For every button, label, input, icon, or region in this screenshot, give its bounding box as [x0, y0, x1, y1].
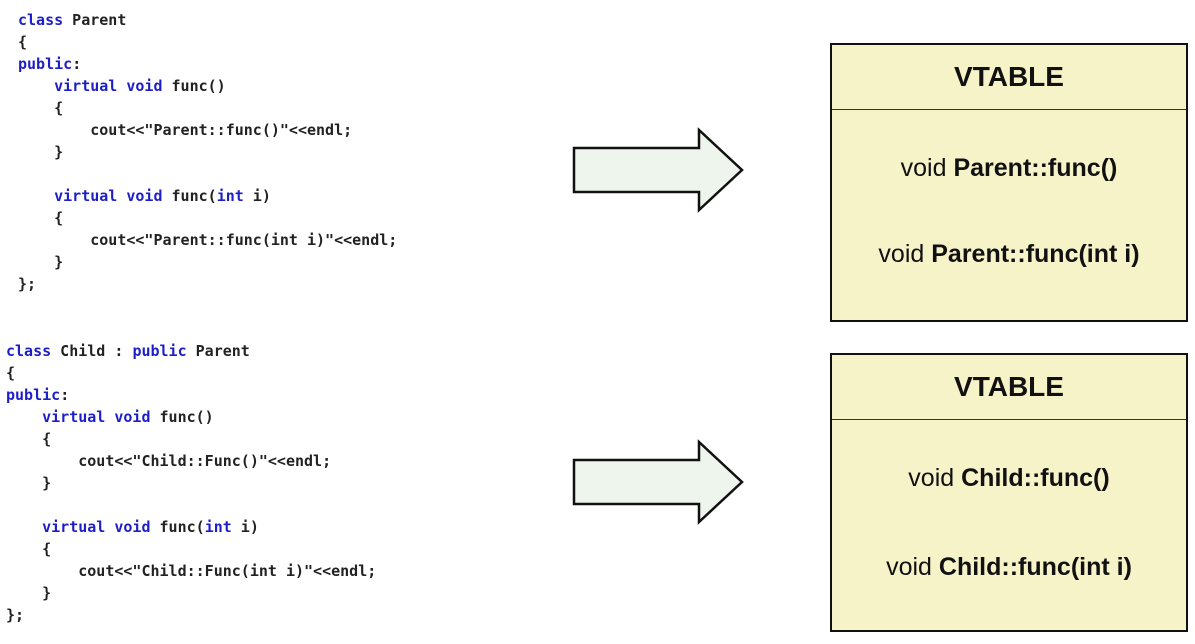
code-keyword: virtual — [54, 187, 118, 205]
code-keyword: virtual — [42, 518, 106, 536]
vtable-title: VTABLE — [832, 355, 1186, 420]
vtable-entry-child-func: void Child::func() — [832, 463, 1186, 493]
code-token: { — [54, 99, 64, 117]
entry-return-type: void — [878, 240, 925, 268]
code-line: cout<<"Child::Func(int i)"<<endl; — [6, 561, 376, 581]
vtable-entry-child-func-int: void Child::func(int i) — [832, 552, 1186, 582]
entry-function-name: Child::func() — [961, 464, 1110, 492]
code-keyword: virtual — [42, 408, 106, 426]
code-keyword: int — [216, 187, 244, 205]
entry-function-name: Child::func(int i) — [938, 553, 1132, 581]
code-line: class Parent — [18, 10, 126, 30]
code-line: virtual void func() — [18, 76, 226, 96]
code-line: { — [6, 363, 15, 383]
code-token: }; — [18, 275, 37, 293]
code-line: { — [18, 98, 63, 118]
code-line: } — [6, 583, 51, 603]
code-token: } — [42, 584, 52, 602]
code-token: func() — [150, 408, 214, 426]
child-arrow-icon — [572, 439, 744, 525]
code-token: { — [42, 540, 52, 558]
code-token: Parent — [63, 11, 127, 29]
code-token: { — [54, 209, 64, 227]
code-line: { — [6, 539, 51, 559]
code-token: } — [42, 474, 52, 492]
code-token: : — [60, 386, 70, 404]
code-keyword: public — [18, 55, 73, 73]
entry-function-name: Parent::func() — [953, 154, 1118, 182]
code-token: func( — [150, 518, 205, 536]
vtable-title: VTABLE — [832, 45, 1186, 110]
code-line: cout<<"Parent::func(int i)"<<endl; — [18, 230, 397, 250]
code-token: cout<<"Child::Func(int i)"<<endl; — [78, 562, 377, 580]
entry-function-name: Parent::func(int i) — [931, 240, 1140, 268]
code-keyword: class — [6, 342, 52, 360]
code-token: : — [72, 55, 82, 73]
code-token: func( — [162, 187, 217, 205]
code-line: }; — [18, 274, 36, 294]
child-class-code: class Child : public Parent{public: virt… — [6, 341, 566, 631]
code-token: { — [6, 364, 16, 382]
code-line: cout<<"Child::Func()"<<endl; — [6, 451, 331, 471]
code-token: Child : — [51, 342, 133, 360]
code-line: { — [6, 429, 51, 449]
code-token: { — [42, 430, 52, 448]
code-token: cout<<"Parent::func()"<<endl; — [90, 121, 353, 139]
code-line: class Child : public Parent — [6, 341, 250, 361]
code-token: } — [54, 143, 64, 161]
code-line: public: — [6, 385, 69, 405]
code-keyword: public — [132, 342, 187, 360]
entry-return-type: void — [886, 553, 932, 581]
code-keyword: virtual — [54, 77, 118, 95]
code-token: i) — [231, 518, 259, 536]
code-keyword: void — [114, 408, 151, 426]
code-token: i) — [243, 187, 271, 205]
parent-arrow-icon — [572, 127, 744, 213]
code-line: { — [18, 32, 27, 52]
code-token: cout<<"Parent::func(int i)"<<endl; — [90, 231, 398, 249]
code-keyword: void — [114, 518, 151, 536]
code-line: } — [18, 252, 63, 272]
parent-class-code: class Parent{public: virtual void func()… — [18, 10, 578, 300]
child-vtable: VTABLE void Child::func() void Child::fu… — [830, 353, 1188, 632]
code-keyword: class — [18, 11, 64, 29]
entry-return-type: void — [900, 154, 947, 182]
code-token: }; — [6, 606, 25, 624]
code-line: cout<<"Parent::func()"<<endl; — [18, 120, 352, 140]
code-line: virtual void func() — [6, 407, 214, 427]
vtable-entry-parent-func-int: void Parent::func(int i) — [832, 239, 1186, 269]
code-line: { — [18, 208, 63, 228]
code-keyword: public — [6, 386, 61, 404]
code-token: func() — [162, 77, 226, 95]
code-keyword: void — [126, 77, 163, 95]
vtable-entry-parent-func: void Parent::func() — [832, 153, 1186, 183]
entry-return-type: void — [908, 464, 955, 492]
code-line: }; — [6, 605, 24, 625]
parent-vtable: VTABLE void Parent::func() void Parent::… — [830, 43, 1188, 322]
code-line: virtual void func(int i) — [18, 186, 271, 206]
code-line: } — [18, 142, 63, 162]
code-token: { — [18, 33, 28, 51]
code-token: Parent — [186, 342, 250, 360]
code-keyword: void — [126, 187, 163, 205]
code-token: cout<<"Child::Func()"<<endl; — [78, 452, 332, 470]
code-token: } — [54, 253, 64, 271]
code-keyword: int — [204, 518, 232, 536]
code-line: virtual void func(int i) — [6, 517, 259, 537]
code-line: } — [6, 473, 51, 493]
code-line: public: — [18, 54, 81, 74]
